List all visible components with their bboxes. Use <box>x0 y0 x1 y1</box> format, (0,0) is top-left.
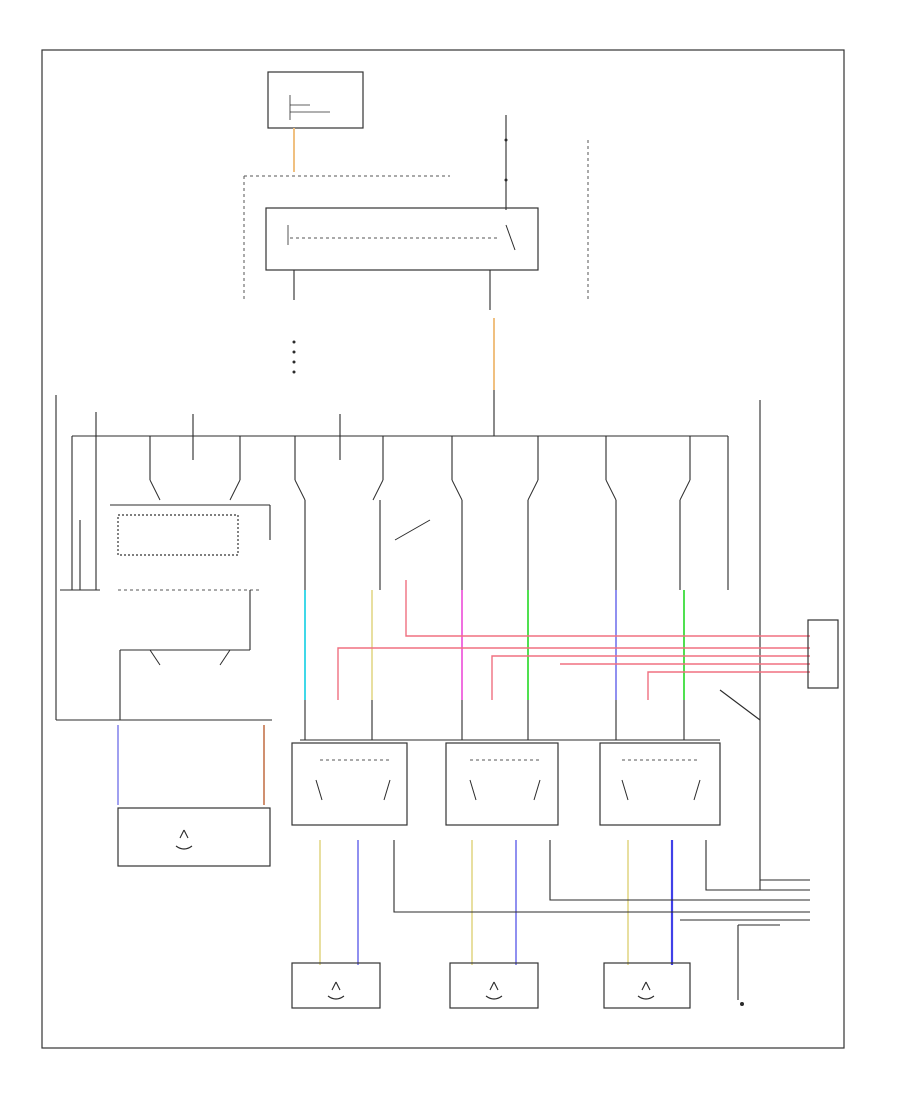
switch-group-1 <box>60 414 271 720</box>
motor-3 <box>603 962 691 1009</box>
red-harness <box>337 580 810 700</box>
switch-module-1 <box>291 742 408 826</box>
switch-module-3 <box>599 742 721 826</box>
switch-module-2 <box>445 742 559 826</box>
left-motor <box>117 807 271 867</box>
lower-harness <box>393 840 810 921</box>
control-relay <box>265 207 539 271</box>
connector-right-upper <box>807 619 839 689</box>
motor-2 <box>449 962 539 1009</box>
fuse-block <box>267 71 364 129</box>
switch-group-2 <box>294 414 431 590</box>
switch-group-3 <box>451 436 539 590</box>
motor-1 <box>291 962 381 1009</box>
switch-group-4 <box>605 436 691 590</box>
diagram-frame <box>41 49 845 1049</box>
